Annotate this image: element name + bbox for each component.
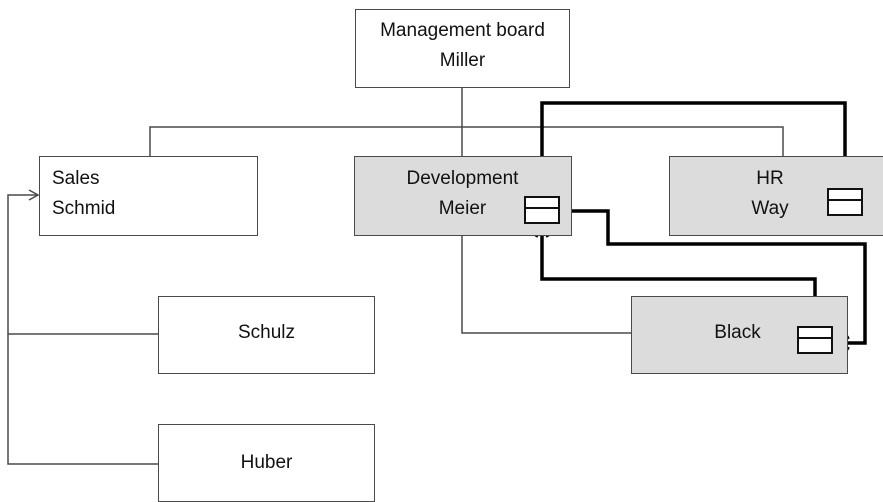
schulz-box [158, 296, 375, 374]
black-label: Black [714, 322, 761, 343]
development-title: Development [406, 168, 519, 189]
management-board-title: Management board [380, 20, 545, 41]
huber-box [158, 424, 375, 502]
hr-title: HR [756, 168, 784, 189]
hr-name: Way [751, 198, 789, 219]
connector-branch-bar [149, 126, 784, 156]
huber-label: Huber [240, 452, 293, 473]
connector-sales-team-bar [7, 333, 158, 465]
sales-title: Sales [52, 168, 100, 189]
sales-name: Schmid [52, 198, 116, 219]
schulz-label: Schulz [237, 322, 296, 343]
management-board-box [355, 9, 570, 88]
arrow-meier-to-black [561, 209, 867, 343]
connector-development-black [461, 236, 631, 334]
inbox-tray-icon [797, 326, 833, 354]
connector-to-sales-arrow [7, 189, 40, 334]
sales-box [39, 156, 258, 236]
development-name: Meier [438, 198, 487, 219]
inbox-tray-icon [524, 196, 560, 224]
arrow-meier-to-hr [540, 101, 845, 195]
inbox-tray-icon [827, 188, 863, 216]
management-board-name: Miller [439, 50, 486, 71]
hierarchy-lines [7, 87, 784, 465]
